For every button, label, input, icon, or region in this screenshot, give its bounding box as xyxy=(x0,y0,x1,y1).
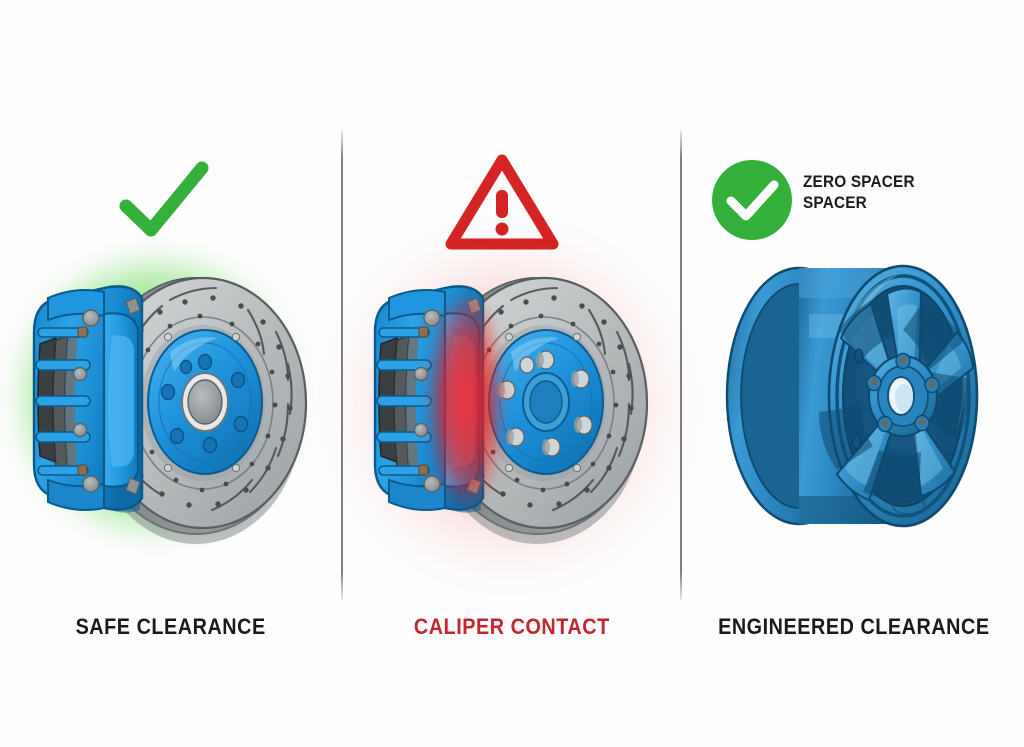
panel-engineered-clearance: ZERO SPACER SPACER xyxy=(683,0,1024,747)
check-circle-icon xyxy=(710,158,794,242)
red-contact-hotspot xyxy=(429,296,503,506)
caption-engineered-clearance: ENGINEERED CLEARANCE xyxy=(683,614,1024,640)
panel-divider-1 xyxy=(341,130,343,600)
warning-triangle-icon xyxy=(445,154,559,250)
brake-assembly-illustration xyxy=(32,276,308,544)
artwork-alloy-wheel xyxy=(683,228,1024,558)
artwork-brake-assembly-contact xyxy=(335,230,685,580)
panel-caliper-contact: CALIPER CONTACT xyxy=(335,0,685,747)
badge-zone-3: ZERO SPACER SPACER xyxy=(683,150,1024,260)
badge-zone-1 xyxy=(0,150,341,260)
panel-divider-2 xyxy=(680,130,682,600)
caption-safe-clearance: SAFE CLEARANCE xyxy=(0,614,341,640)
caption-text: SAFE CLEARANCE xyxy=(75,614,266,639)
zero-spacer-label: ZERO SPACER SPACER xyxy=(803,173,915,213)
caption-text: CALIPER CONTACT xyxy=(413,614,610,639)
panel-safe-clearance: SAFE CLEARANCE xyxy=(0,0,341,747)
badge-zone-2 xyxy=(341,150,682,260)
artwork-brake-assembly-safe xyxy=(0,240,341,570)
caption-text: ENGINEERED CLEARANCE xyxy=(717,614,990,639)
alloy-wheel-illustration xyxy=(725,264,979,528)
caption-caliper-contact: CALIPER CONTACT xyxy=(341,614,682,640)
check-icon xyxy=(118,160,210,244)
brake-caliper xyxy=(32,285,144,513)
